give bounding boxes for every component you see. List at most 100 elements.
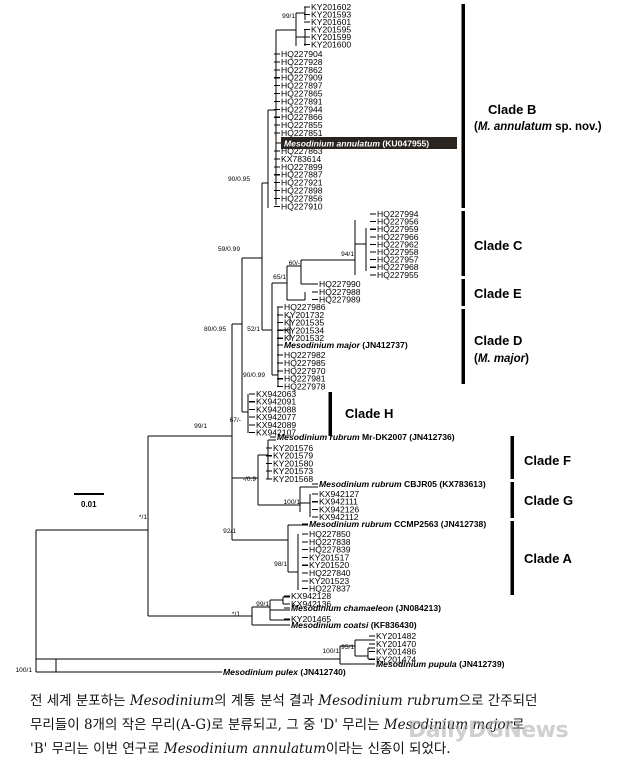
clade-a-label: Clade A xyxy=(524,551,573,566)
leaf-label: HQ227850 xyxy=(309,529,351,539)
leaf-label: HQ227897 xyxy=(281,81,323,91)
leaf-label: HQ227904 xyxy=(281,49,323,59)
leaf-label: HQ227962 xyxy=(377,239,419,249)
leaf-label: HQ227891 xyxy=(281,96,323,106)
leaf-label: HQ227957 xyxy=(377,255,419,265)
leaf-label: KY201474 xyxy=(376,654,416,664)
leaf-label: HQ227968 xyxy=(377,262,419,272)
support-value: 52/1 xyxy=(247,326,260,333)
support-value: 65/1 xyxy=(273,274,286,281)
leaf-label: KY201732 xyxy=(284,310,324,320)
leaf-label: HQ227955 xyxy=(377,270,419,280)
support-value: */1 xyxy=(139,514,147,521)
support-value: 100/1 xyxy=(15,667,32,674)
leaf-label: KY201535 xyxy=(284,318,324,328)
leaf-label: KY201601 xyxy=(311,17,351,27)
leaf-label: HQ227966 xyxy=(377,232,419,242)
leaf-label: KY201573 xyxy=(273,466,313,476)
tree-branches xyxy=(35,7,375,673)
support-value: 90/0.95 xyxy=(228,176,250,183)
support-value: 90/0.99 xyxy=(243,372,265,379)
leaf-label: HQ227865 xyxy=(281,89,323,99)
support-value: 80/0.95 xyxy=(204,326,226,333)
leaf-label: HQ227855 xyxy=(281,120,323,130)
support-values: 99/1 90/0.95 59/0.99 94/1 60/-65/1 52/1 80/0.9… xyxy=(15,13,354,674)
leaf-label: HQ227887 xyxy=(281,170,323,180)
leaf-label: KX942111 xyxy=(319,497,358,507)
support-value: 59/0.99 xyxy=(218,246,240,253)
species-labels: Mesodinium rubrum Mr-DK2007 (JN412736)Me… xyxy=(216,340,505,677)
scale-bar-label: 0.01 xyxy=(81,500,97,509)
species-label: Mesodinium rubrum CCMP2563 (JN412738) xyxy=(309,519,486,529)
leaf-label: KY201580 xyxy=(273,458,313,468)
leaf-label: HQ227899 xyxy=(281,162,323,172)
leaf-label: HQ227944 xyxy=(281,104,323,114)
support-value: 99/1 xyxy=(256,601,269,608)
leaf-label: HQ227981 xyxy=(284,374,326,384)
leaf-label: KX942063 xyxy=(256,389,296,399)
leaf-label: HQ227910 xyxy=(281,201,323,211)
clade-f-label: Clade F xyxy=(524,453,571,468)
leaf-label: KX942088 xyxy=(256,404,296,414)
support-value: 99/1 xyxy=(282,13,295,20)
species-label: Mesodinium major (JN412737) xyxy=(284,340,408,350)
support-value: 67/- xyxy=(230,417,241,424)
clade-g-label: Clade G xyxy=(524,493,573,508)
leaf-label: HQ227851 xyxy=(281,128,323,138)
leaf-labels: KY201602KY201593KY201601KY201595KY201599… xyxy=(249,2,419,664)
leaf-label: HQ227863 xyxy=(281,146,323,156)
leaf-label: KX942107 xyxy=(256,428,296,438)
leaf-label: KY201534 xyxy=(284,325,324,335)
leaf-label: KY201568 xyxy=(273,474,313,484)
clade-d-sublabel: (M. major) xyxy=(474,353,529,365)
leaf-label: HQ227856 xyxy=(281,193,323,203)
leaf-label: KX942112 xyxy=(319,512,359,522)
leaf-label: HQ227839 xyxy=(309,545,351,555)
leaf-label: HQ227837 xyxy=(309,584,351,594)
species-label: Mesodinium chamaeleon (JN084213) xyxy=(291,603,441,613)
highlight-rest: (KU047955) xyxy=(380,139,429,149)
clade-c-label: Clade C xyxy=(474,238,523,253)
leaf-label: KY201600 xyxy=(311,40,351,50)
highlight-italic: Mesodinium annulatum xyxy=(284,139,380,149)
leaf-label: KX942126 xyxy=(319,504,359,514)
support-value: 99/1 xyxy=(194,423,207,430)
species-label: Mesodinium coatsi (KF836430) xyxy=(291,620,417,630)
leaf-label: KY201593 xyxy=(311,10,351,20)
leaf-label: HQ227898 xyxy=(281,186,323,196)
leaf-label: KY201523 xyxy=(309,576,349,586)
phylogenetic-tree: KY201602KY201593KY201601KY201595KY201599… xyxy=(15,2,601,677)
caption-line-3: 'B' 무리는 이번 연구로 Mesodinium annulatum이라는 신… xyxy=(30,741,451,757)
svg-text:Mesodinium annulatum (KU047955: Mesodinium annulatum (KU047955) xyxy=(284,139,429,149)
leaf-label: HQ227840 xyxy=(309,568,351,578)
scale-bar: 0.01 xyxy=(74,493,104,509)
leaf-label: HQ227956 xyxy=(377,217,419,227)
leaf-label: HQ227990 xyxy=(319,279,361,289)
leaf-label: HQ227988 xyxy=(319,287,361,297)
leaf-label: KY201579 xyxy=(273,451,313,461)
leaf-label: HQ227982 xyxy=(284,350,326,360)
leaf-label: HQ227862 xyxy=(281,65,323,75)
leaf-label: KX942089 xyxy=(256,420,296,430)
leaf-label: KX942091 xyxy=(256,397,296,407)
leaf-label: HQ227970 xyxy=(284,366,326,376)
figure-caption: 전 세계 분포하는 Mesodinium의 계통 분석 결과 Mesodiniu… xyxy=(30,689,625,761)
leaf-label: HQ227994 xyxy=(377,209,419,219)
highlight-leaf-annulatum: Mesodinium annulatum (KU047955) xyxy=(276,137,457,149)
clade-b-label: Clade B xyxy=(488,102,536,117)
support-value: 98/1 xyxy=(274,561,287,568)
leaf-label: HQ227978 xyxy=(284,382,326,392)
support-value: 95/1 xyxy=(341,644,354,651)
leaf-label: KY201470 xyxy=(376,639,416,649)
support-value: 100/1 xyxy=(283,499,300,506)
leaf-label: HQ227928 xyxy=(281,57,323,67)
leaf-label: KX942077 xyxy=(256,412,296,422)
clade-h-label: Clade H xyxy=(345,406,393,421)
support-value: 94/1 xyxy=(341,251,354,258)
support-value: 60/- xyxy=(289,260,300,267)
clade-d-label: Clade D xyxy=(474,333,522,348)
leaf-label: KY201482 xyxy=(376,631,416,641)
leaf-label: KY201486 xyxy=(376,647,416,657)
clade-bars xyxy=(328,4,514,595)
clade-e-label: Clade E xyxy=(474,286,522,301)
